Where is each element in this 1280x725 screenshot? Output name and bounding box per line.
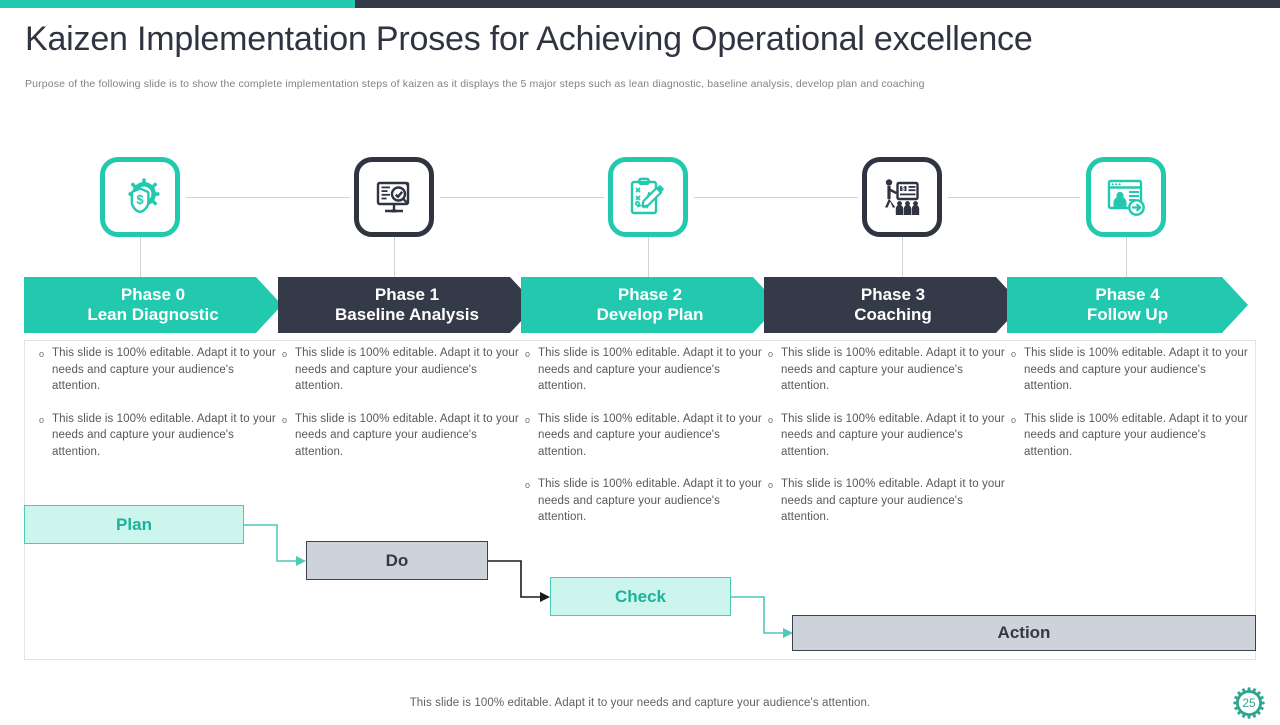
phase-banner-0-label: Phase 0 (120, 285, 186, 305)
footer-note: This slide is 100% editable. Adapt it to… (409, 697, 871, 709)
phase-banner-0-name: Lean Diagnostic (87, 305, 219, 324)
bullet-marker: o (525, 414, 531, 425)
bullet-marker: o (39, 349, 45, 359)
list-item: o This slide is 100% editable. Adapt it … (279, 411, 523, 461)
phase-banner-0[interactable]: Phase 0 Lean Diagnostic (24, 277, 282, 333)
bullet-marker: o (282, 349, 288, 359)
bullet-column-2: o This slide is 100% editable. Adapt it … (522, 345, 766, 542)
pdca-plan-box[interactable]: Plan (24, 505, 244, 544)
phase-banner-4-label: Phase 4 (1095, 285, 1160, 305)
gear-icon (1233, 687, 1265, 719)
bullet-marker: o (768, 349, 774, 359)
phase-banner-2[interactable]: Phase 2 Develop Plan (521, 277, 779, 333)
connector-drop-3 (902, 237, 903, 279)
bullet-marker: o (282, 414, 288, 425)
phase-bullet-columns: o This slide is 100% editable. Adapt it … (24, 345, 1256, 545)
connector-drop-2 (648, 237, 649, 279)
bullet-column-4: o This slide is 100% editable. Adapt it … (1008, 345, 1252, 476)
bullet-column-3: o This slide is 100% editable. Adapt it … (765, 345, 1009, 542)
phase-banner-2-name: Develop Plan (596, 305, 704, 324)
phase-banner-2-label: Phase 2 (617, 285, 683, 305)
list-item: o This slide is 100% editable. Adapt it … (36, 345, 280, 395)
connector-drop-1 (394, 237, 395, 279)
phase-banner-1[interactable]: Phase 1 Baseline Analysis (278, 277, 536, 333)
phase-banner-1-name: Baseline Analysis (335, 305, 479, 324)
bullet-text: This slide is 100% editable. Adapt it to… (538, 412, 762, 458)
connector-line-1-2 (440, 197, 604, 198)
svg-text:$: $ (902, 187, 906, 193)
pdca-do-box[interactable]: Do (306, 541, 488, 580)
phase-banner-3-label: Phase 3 (860, 285, 926, 305)
bullet-column-1: o This slide is 100% editable. Adapt it … (279, 345, 523, 476)
phase-banner-1-label: Phase 1 (374, 285, 440, 305)
phase-banner-3[interactable]: Phase 3 Coaching (764, 277, 1022, 333)
bullet-marker: o (768, 414, 774, 425)
bullet-marker: o (39, 414, 45, 425)
phase-icon-0[interactable]: $ (100, 157, 180, 237)
clipboard-strategy-pencil-icon (625, 174, 671, 220)
bullet-text: This slide is 100% editable. Adapt it to… (295, 412, 519, 458)
list-item: o This slide is 100% editable. Adapt it … (765, 411, 1009, 461)
phase-banner-4[interactable]: Phase 4 Follow Up (1007, 277, 1248, 333)
phase-banner-4-name: Follow Up (1086, 305, 1169, 324)
list-item: o This slide is 100% editable. Adapt it … (765, 345, 1009, 395)
bullet-text: This slide is 100% editable. Adapt it to… (538, 478, 762, 523)
list-item: o This slide is 100% editable. Adapt it … (1008, 345, 1252, 395)
phase-banner-3-name: Coaching (854, 305, 932, 324)
bullet-text: This slide is 100% editable. Adapt it to… (781, 412, 1005, 458)
page-number: 25 (1242, 696, 1256, 710)
connector-drop-4 (1126, 237, 1127, 279)
svg-text:$: $ (136, 192, 144, 207)
bullet-marker: o (1011, 349, 1017, 359)
bullet-marker: o (1011, 414, 1017, 425)
page-title: Kaizen Implementation Proses for Achievi… (25, 20, 1033, 58)
bullet-text: This slide is 100% editable. Adapt it to… (781, 478, 1005, 523)
connector-line-0-1 (186, 197, 350, 198)
phase-banner-row: Phase 0 Lean Diagnostic Phase 1 Baseline… (0, 277, 1280, 333)
pdca-check-box[interactable]: Check (550, 577, 731, 616)
presenter-board-audience-icon: $ (879, 174, 925, 220)
list-item: o This slide is 100% editable. Adapt it … (36, 411, 280, 461)
list-item: o This slide is 100% editable. Adapt it … (522, 476, 766, 526)
top-accent-bar (0, 0, 1280, 8)
connector-line-3-4 (948, 197, 1080, 198)
page-number-badge: 25 (1232, 686, 1266, 720)
monitor-search-icon (371, 174, 417, 220)
list-item: o This slide is 100% editable. Adapt it … (522, 411, 766, 461)
list-item: o This slide is 100% editable. Adapt it … (765, 476, 1009, 526)
list-item: o This slide is 100% editable. Adapt it … (1008, 411, 1252, 461)
phase-icon-3[interactable]: $ (862, 157, 942, 237)
bullet-text: This slide is 100% editable. Adapt it to… (52, 347, 276, 392)
bullet-text: This slide is 100% editable. Adapt it to… (52, 412, 276, 458)
top-accent-teal (0, 0, 355, 8)
list-item: o This slide is 100% editable. Adapt it … (279, 345, 523, 395)
bullet-text: This slide is 100% editable. Adapt it to… (781, 347, 1005, 392)
bullet-text: This slide is 100% editable. Adapt it to… (1024, 347, 1248, 392)
pdca-action-box[interactable]: Action (792, 615, 1256, 651)
money-gear-icon: $ (117, 174, 163, 220)
bullet-column-0: o This slide is 100% editable. Adapt it … (36, 345, 280, 476)
bullet-marker: o (768, 480, 774, 490)
list-item: o This slide is 100% editable. Adapt it … (522, 345, 766, 395)
profile-window-arrow-icon (1103, 174, 1149, 220)
bullet-marker: o (525, 349, 531, 359)
bullet-marker: o (525, 480, 531, 490)
top-accent-dark (355, 0, 1280, 8)
page-subtitle: Purpose of the following slide is to sho… (25, 78, 925, 90)
connector-line-2-3 (694, 197, 858, 198)
connector-drop-0 (140, 237, 141, 279)
phase-icon-1[interactable] (354, 157, 434, 237)
bullet-text: This slide is 100% editable. Adapt it to… (538, 347, 762, 392)
phase-icon-2[interactable] (608, 157, 688, 237)
bullet-text: This slide is 100% editable. Adapt it to… (295, 347, 519, 392)
phase-icon-4[interactable] (1086, 157, 1166, 237)
bullet-text: This slide is 100% editable. Adapt it to… (1024, 412, 1248, 458)
